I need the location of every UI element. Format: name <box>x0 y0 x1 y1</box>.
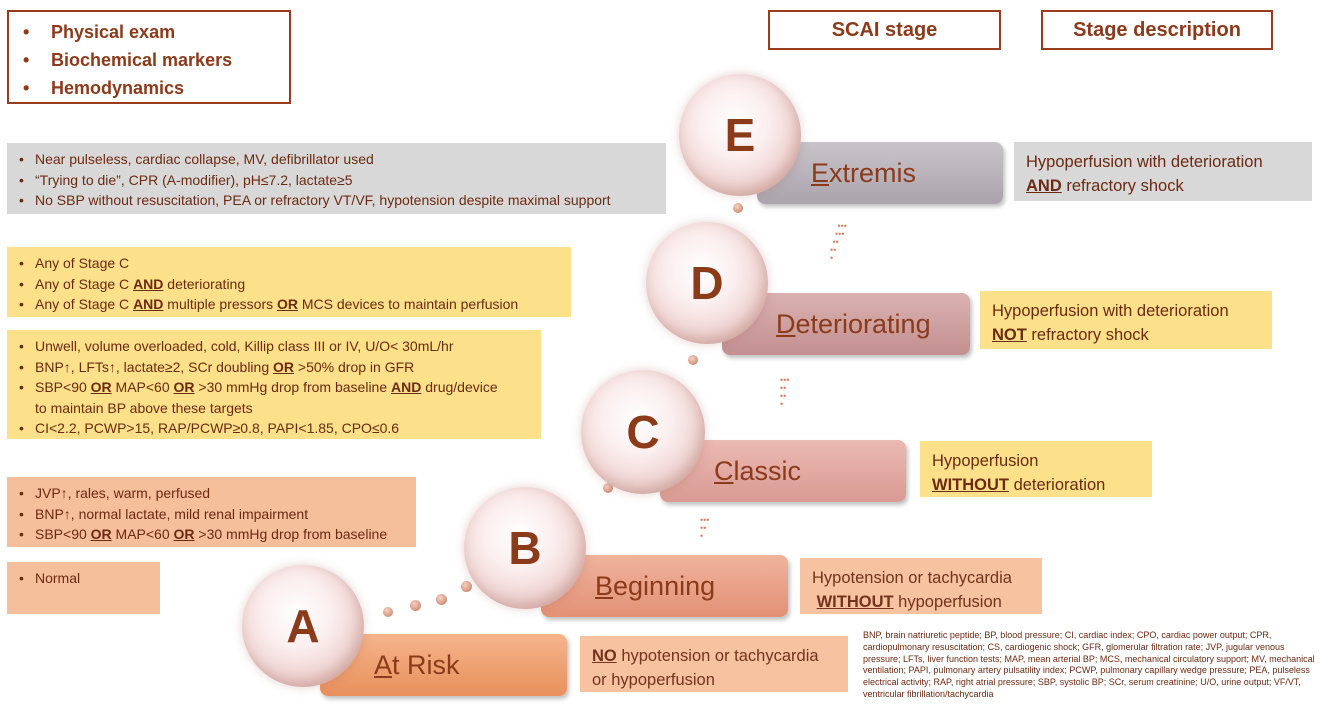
criteria-box-stage-b: JVP↑, rales, warm, perfused BNP↑, normal… <box>7 477 416 547</box>
criteria-e-item: “Trying to die”, CPR (A-modifier), pH≤7.… <box>17 170 656 191</box>
connector-dot <box>383 607 393 617</box>
criteria-c-item: Unwell, volume overloaded, cold, Killip … <box>17 336 531 357</box>
criteria-b-item: BNP↑, normal lactate, mild renal impairm… <box>17 504 406 525</box>
stage-c-name-rest: lassic <box>733 455 802 486</box>
stage-a-name-rest: t Risk <box>392 649 460 680</box>
stage-ball-a: A <box>242 565 364 687</box>
sparkle-marker-icon: ••• ••• ••••• <box>830 221 847 263</box>
stage-b-name-initial: B <box>595 570 614 601</box>
sparkle-marker-icon: •••••••• <box>780 375 790 409</box>
stage-d-name-initial: D <box>776 308 796 339</box>
connector-dot <box>733 203 743 213</box>
criteria-d-item: Any of Stage C AND multiple pressors OR … <box>17 294 561 315</box>
criteria-box-stage-d: Any of Stage C Any of Stage C AND deteri… <box>7 247 571 317</box>
stage-ball-b: B <box>464 487 586 609</box>
criteria-box-stage-a: Normal <box>7 562 160 614</box>
stage-a-name-initial: A <box>374 649 393 680</box>
connector-dot <box>461 581 472 592</box>
criteria-d-item: Any of Stage C <box>17 253 561 274</box>
legend-item-physical-exam: Physical exam <box>19 18 279 46</box>
stage-ball-c: C <box>581 370 705 494</box>
stage-ball-e: E <box>679 74 801 196</box>
stage-c-name-initial: C <box>714 455 734 486</box>
criteria-a-item: Normal <box>17 568 150 589</box>
criteria-b-item: SBP<90 OR MAP<60 OR >30 mmHg drop from b… <box>17 524 406 545</box>
criteria-e-item: Near pulseless, cardiac collapse, MV, de… <box>17 149 656 170</box>
criteria-d-item: Any of Stage C AND deteriorating <box>17 274 561 295</box>
criteria-e-item: No SBP without resuscitation, PEA or ref… <box>17 190 656 211</box>
stage-e-name-rest: xtremis <box>829 157 917 188</box>
stage-description-header: Stage description <box>1041 10 1273 50</box>
stage-e-name-initial: E <box>811 157 830 188</box>
legend-item-hemodynamics: Hemodynamics <box>19 74 279 102</box>
connector-dot <box>603 483 613 493</box>
sparkle-marker-icon: •••••• <box>700 515 710 541</box>
connector-dot <box>410 600 421 611</box>
description-box-stage-b: Hypotension or tachycardia WITHOUT hypop… <box>800 558 1042 614</box>
criteria-c-item: SBP<90 OR MAP<60 OR >30 mmHg drop from b… <box>17 377 531 418</box>
legend-box: Physical exam Biochemical markers Hemody… <box>7 10 291 104</box>
connector-dot <box>436 594 447 605</box>
legend-item-biochemical-markers: Biochemical markers <box>19 46 279 74</box>
criteria-box-stage-c: Unwell, volume overloaded, cold, Killip … <box>7 330 541 439</box>
criteria-box-stage-e: Near pulseless, cardiac collapse, MV, de… <box>7 143 666 214</box>
stage-ball-d: D <box>646 222 768 344</box>
criteria-c-item: BNP↑, LFTs↑, lactate≥2, SCr doubling OR … <box>17 357 531 378</box>
criteria-c-item: CI<2.2, PCWP>15, RAP/PCWP≥0.8, PAPI<1.85… <box>17 418 531 439</box>
stage-d-name-rest: eteriorating <box>795 308 931 339</box>
abbreviations-footnote: BNP, brain natriuretic peptide; BP, bloo… <box>863 630 1315 699</box>
connector-dot <box>688 355 698 365</box>
criteria-b-item: JVP↑, rales, warm, perfused <box>17 483 406 504</box>
scai-stage-header: SCAI stage <box>768 10 1001 50</box>
stage-b-name-rest: eginning <box>613 570 716 601</box>
